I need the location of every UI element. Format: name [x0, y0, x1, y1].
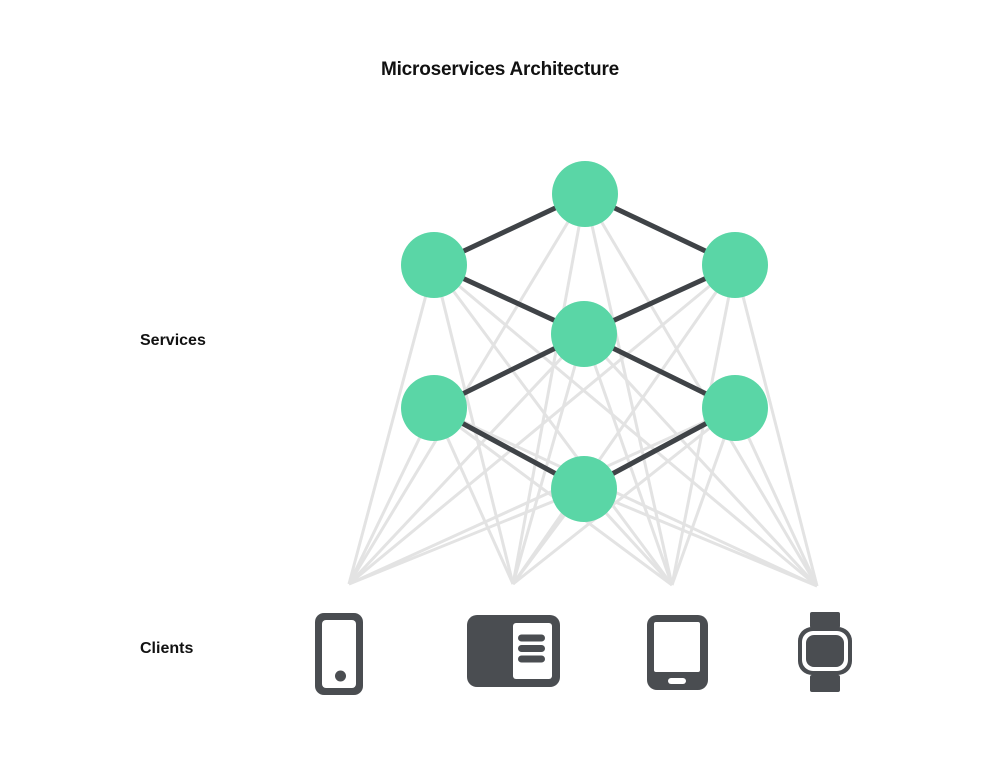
services-row-label: Services [140, 332, 206, 349]
client-link [347, 332, 586, 586]
diagram-title: Microservices Architecture [380, 59, 620, 80]
client-link [582, 332, 819, 588]
service-node [552, 161, 618, 227]
client-link [347, 264, 436, 585]
client-link [348, 406, 736, 586]
clients-row-label: Clients [140, 640, 194, 657]
client-link [512, 406, 736, 586]
client-link [511, 193, 587, 585]
client-link [348, 263, 736, 586]
service-node [401, 375, 467, 441]
client-link [583, 487, 818, 588]
service-node [702, 375, 768, 441]
client-link [433, 263, 818, 588]
client-link [582, 333, 674, 586]
service-node [551, 301, 617, 367]
client-link [432, 264, 674, 586]
service-node [702, 232, 768, 298]
service-node [551, 456, 617, 522]
client-link [433, 406, 818, 588]
card-terminal-icon [467, 615, 560, 687]
smartwatch-icon [798, 612, 852, 692]
client-link [432, 264, 515, 585]
service-node [401, 232, 467, 298]
client-link [511, 264, 737, 585]
client-link [733, 264, 819, 587]
smartphone-icon [315, 613, 363, 695]
tablet-icon [647, 615, 708, 690]
client-link [348, 487, 585, 586]
client-link [511, 333, 586, 585]
